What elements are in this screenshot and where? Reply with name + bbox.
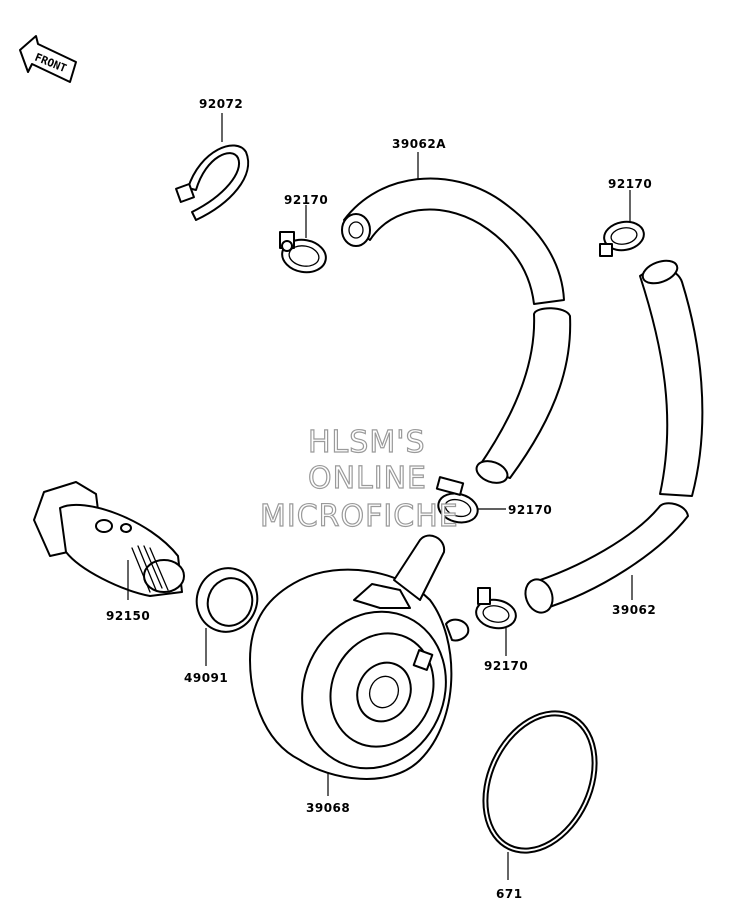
- part-label-39068: 39068: [306, 801, 350, 815]
- front-arrow-icon: FRONT: [19, 35, 77, 83]
- hose-39062a: [341, 177, 572, 484]
- watermark-line-3: MICROFICHE: [260, 499, 459, 534]
- cable-tie-92072: [175, 144, 250, 221]
- watermark-line-2: ONLINE: [308, 461, 427, 496]
- banjo-bolt-92150: [33, 481, 185, 597]
- oil-cooler-39068: [249, 534, 470, 780]
- part-label-92150: 92150: [106, 609, 150, 623]
- part-label-92170-c: 92170: [508, 503, 552, 517]
- hose-clamp-92170-a: [279, 231, 327, 274]
- part-label-92170-d: 92170: [484, 659, 528, 673]
- part-label-49091: 49091: [184, 671, 228, 685]
- part-label-39062: 39062: [612, 603, 656, 617]
- part-label-92072: 92072: [199, 97, 243, 111]
- hose-39062: [524, 259, 704, 614]
- part-label-92170-a: 92170: [284, 193, 328, 207]
- part-label-671: 671: [496, 887, 523, 901]
- washer-49091: [195, 567, 259, 633]
- part-label-92170-b: 92170: [608, 177, 652, 191]
- watermark: HLSM'S ONLINE MICROFICHE: [259, 424, 459, 534]
- hose-clamp-92170-d: [475, 587, 517, 630]
- hose-clamp-92170-c: [435, 476, 479, 524]
- part-label-39062a: 39062A: [392, 137, 446, 151]
- o-ring-671: [482, 710, 598, 854]
- hose-clamp-92170-b: [599, 220, 645, 257]
- watermark-line-1: HLSM'S: [308, 425, 426, 460]
